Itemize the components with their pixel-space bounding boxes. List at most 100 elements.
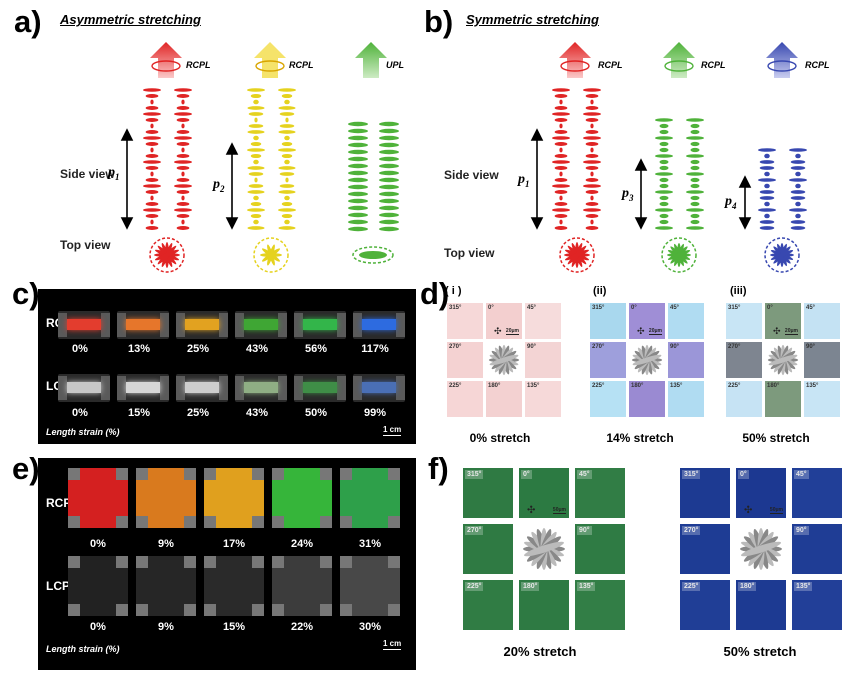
panel-b-top-view: Top view xyxy=(444,246,495,260)
panel-b-pitch-4: p4 xyxy=(725,194,737,211)
helix-column xyxy=(247,88,265,230)
polarizer-angle-tile: 135° xyxy=(525,381,561,417)
arrow-rcpl-yellow-icon xyxy=(254,42,286,78)
strain-label: 17% xyxy=(222,538,246,550)
strain-label: 13% xyxy=(127,343,151,355)
panel-d-label: d) xyxy=(420,276,450,311)
strain-label: 9% xyxy=(158,538,174,550)
polarizer-angle-tile: 90° xyxy=(668,342,704,378)
helix-column xyxy=(278,88,296,230)
polarizer-angle-tile: 225° xyxy=(463,580,513,630)
angle-label: 180° xyxy=(738,582,757,591)
strain-label: 25% xyxy=(186,407,210,419)
polarizer-angle-tile: 45° xyxy=(668,303,704,339)
crosshair-icon: ✣ xyxy=(494,326,502,336)
polarizer-angle-tile: 225° xyxy=(726,381,762,417)
angle-label: 225° xyxy=(465,582,484,591)
sample-photo xyxy=(68,468,128,528)
strain-label: 24% xyxy=(290,538,314,550)
polarizer-angle-tile: 270° xyxy=(447,342,483,378)
angle-label: 180° xyxy=(631,383,644,389)
polarizer-angle-tile: 180° xyxy=(765,381,801,417)
strain-label: 0% xyxy=(90,621,106,633)
panel-f-caption-2: 50% stretch xyxy=(723,644,797,659)
panel-c-scale-bar: 1 cm xyxy=(383,425,402,436)
strain-label: 31% xyxy=(358,538,382,550)
angle-label: 90° xyxy=(670,344,680,350)
polarizer-angle-tile: 180° xyxy=(629,381,665,417)
panel-d-caption-2: 14% stretch xyxy=(606,431,674,445)
panel-a-top-view: Top view xyxy=(60,238,111,252)
sample-photo xyxy=(136,556,196,616)
helix-column xyxy=(174,88,192,230)
panel-f-caption-1: 20% stretch xyxy=(503,644,577,659)
angle-label: 315° xyxy=(682,470,701,479)
strain-label: 99% xyxy=(363,407,387,419)
helix-column xyxy=(655,118,673,230)
panel-e-scale-bar: 1 cm xyxy=(383,639,402,650)
strain-label: 0% xyxy=(90,538,106,550)
polarizer-angle-tile: 45° xyxy=(575,468,625,518)
polarizer-angle-tile: 315° xyxy=(726,303,762,339)
angle-label: 135° xyxy=(806,383,819,389)
crosshair-icon: ✣ xyxy=(744,505,753,516)
polarizer-angle-tile: 315° xyxy=(463,468,513,518)
polarizer-angle-tile: 0°50μm✣ xyxy=(736,468,786,518)
polarizer-angle-tile: 180° xyxy=(486,381,522,417)
sample-photo xyxy=(235,311,287,339)
polarizer-angle-tile: 135° xyxy=(804,381,840,417)
strain-label: 25% xyxy=(186,343,210,355)
strain-label: 22% xyxy=(290,621,314,633)
polarizer-angle-tile: 270° xyxy=(726,342,762,378)
angle-label: 90° xyxy=(527,344,537,350)
strain-label: 43% xyxy=(245,407,269,419)
angle-label: 270° xyxy=(728,344,741,350)
helix-illustrations xyxy=(120,42,807,273)
arrow-rcpl-red-icon xyxy=(150,42,182,78)
angle-label: 0° xyxy=(631,305,637,311)
angle-label: 135° xyxy=(577,582,596,591)
angle-label: 270° xyxy=(592,344,605,350)
helix-column xyxy=(143,88,161,230)
angle-label: 225° xyxy=(592,383,605,389)
angle-label: 90° xyxy=(794,526,809,535)
polarizer-angle-tile: 270° xyxy=(680,524,730,574)
sample-photo xyxy=(235,374,287,402)
polarizer-angle-tile: 225° xyxy=(680,580,730,630)
arrow-rcpl-red-b-icon xyxy=(559,42,591,78)
sample-photo xyxy=(58,374,110,402)
polarizer-angle-tile: 0°20μm✣ xyxy=(765,303,801,339)
panel-e-photo-strip: RCP LCP 0% 9% 17% 24% 31% 0% 9% 15% 22% … xyxy=(38,458,416,670)
panel-d-sub-ii: (ii) xyxy=(593,285,607,297)
sample-photo xyxy=(340,468,400,528)
strain-label: 15% xyxy=(222,621,246,633)
angle-label: 0° xyxy=(767,305,773,311)
panel-e-label: e) xyxy=(12,451,40,486)
panel-f-label: f) xyxy=(428,451,449,486)
sample-photo xyxy=(204,468,264,528)
polarizer-angle-tile: 225° xyxy=(590,381,626,417)
molecule-rosette-icon xyxy=(631,344,663,376)
helix-column xyxy=(379,121,399,232)
panel-a-title: Asymmetric stretching xyxy=(60,12,201,27)
panel-b-tag-2: RCPL xyxy=(701,60,726,70)
polarizer-angle-tile: 45° xyxy=(792,468,842,518)
panel-b-pitch-1: p1 xyxy=(518,172,530,189)
angle-label: 315° xyxy=(465,470,484,479)
panel-a-tag-2: RCPL xyxy=(289,60,314,70)
angle-label: 180° xyxy=(488,383,501,389)
panel-d-sub-iii: (iii) xyxy=(730,285,747,297)
molecule-rosette-icon xyxy=(767,344,799,376)
angle-label: 270° xyxy=(682,526,701,535)
panel-a-tag-1: RCPL xyxy=(186,60,211,70)
polarizer-angle-tile: 0°20μm✣ xyxy=(486,303,522,339)
panel-b-pitch-3: p3 xyxy=(622,186,634,203)
polarizer-angle-tile: 135° xyxy=(575,580,625,630)
angle-label: 225° xyxy=(728,383,741,389)
sample-photo xyxy=(353,374,405,402)
angle-label: 45° xyxy=(670,305,680,311)
panel-c-photo-strip: RCP LCP 0% 13% 25% 43% 56% 117% 0% 15% 2… xyxy=(38,289,416,444)
sample-photo xyxy=(117,374,169,402)
strain-label: 15% xyxy=(127,407,151,419)
angle-label: 0° xyxy=(738,470,749,479)
